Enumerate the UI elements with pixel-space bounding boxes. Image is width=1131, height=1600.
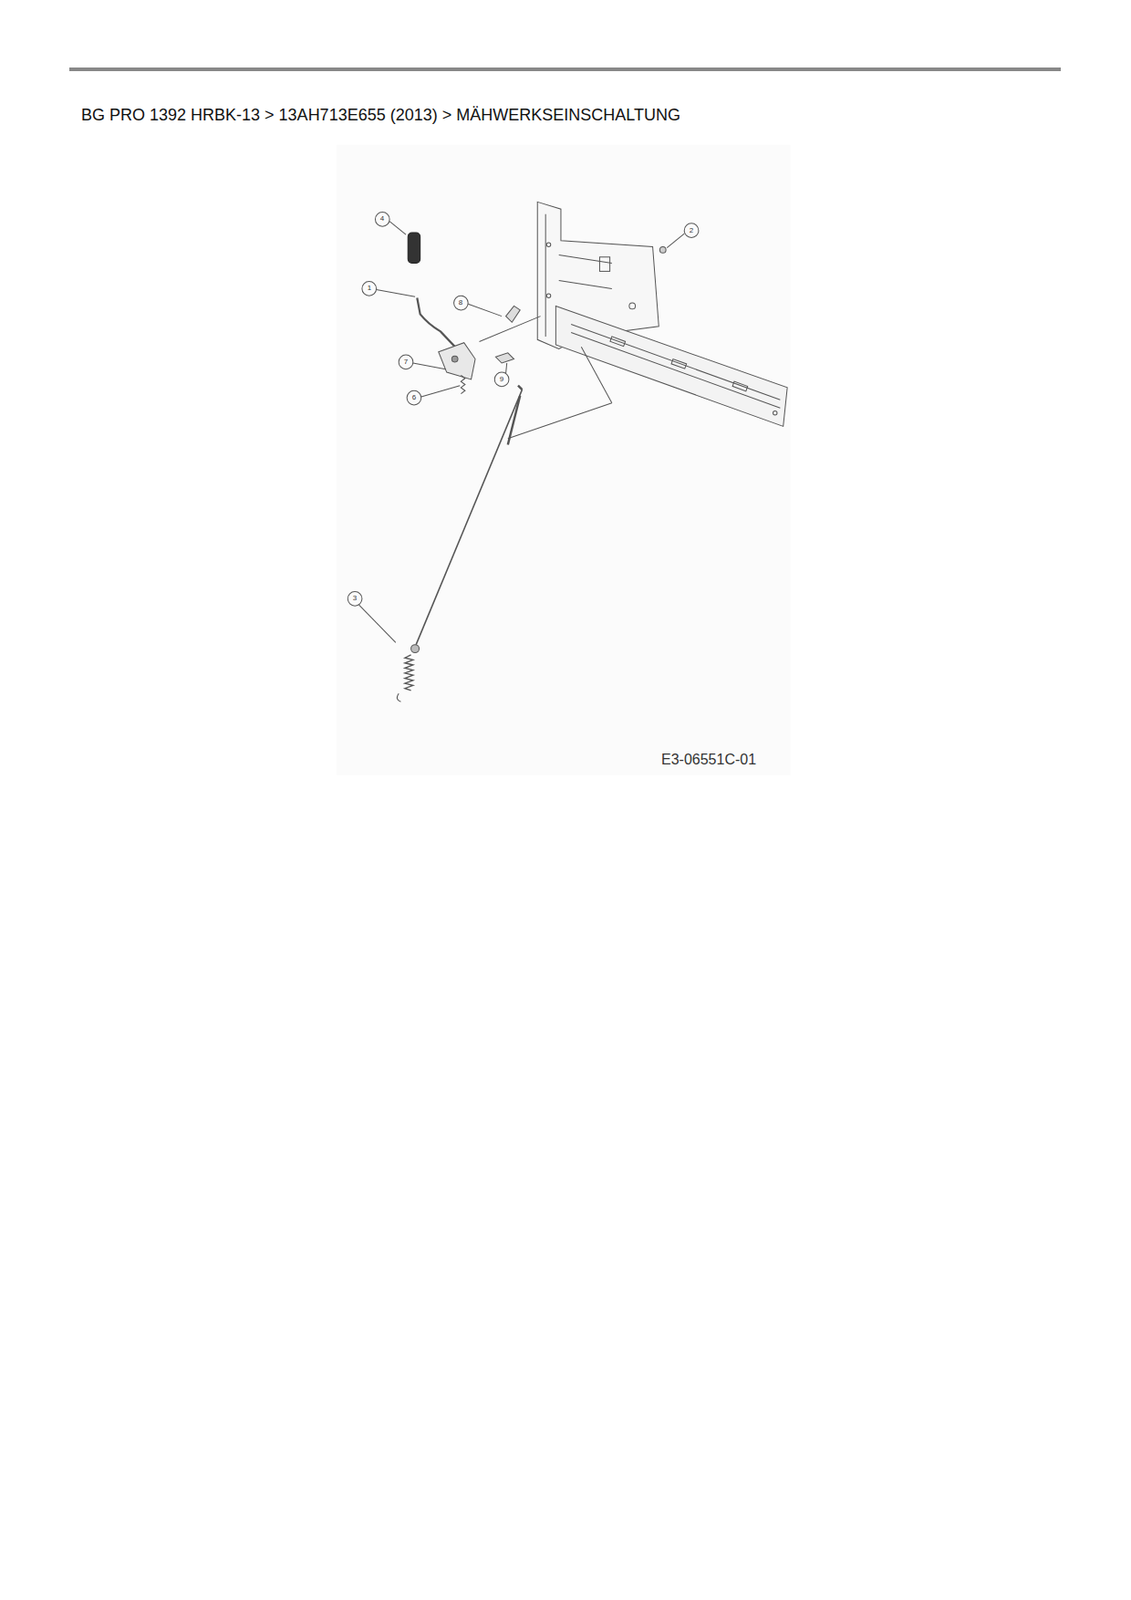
callout-number: 2 bbox=[689, 227, 694, 235]
callout-number: 6 bbox=[412, 394, 416, 402]
callout-number: 4 bbox=[380, 215, 384, 223]
drawing-number: E3-06551C-01 bbox=[661, 752, 757, 768]
callout-number: 9 bbox=[499, 375, 504, 384]
callout-number: 1 bbox=[367, 284, 372, 292]
callout-number: 3 bbox=[352, 594, 357, 602]
page-title: BG PRO 1392 HRBK-13 > 13AH713E655 (2013)… bbox=[81, 106, 681, 124]
callout-number: 8 bbox=[458, 299, 463, 307]
exploded-view bbox=[336, 145, 791, 776]
header-rule bbox=[69, 67, 1061, 72]
callout-number: 7 bbox=[404, 358, 408, 366]
